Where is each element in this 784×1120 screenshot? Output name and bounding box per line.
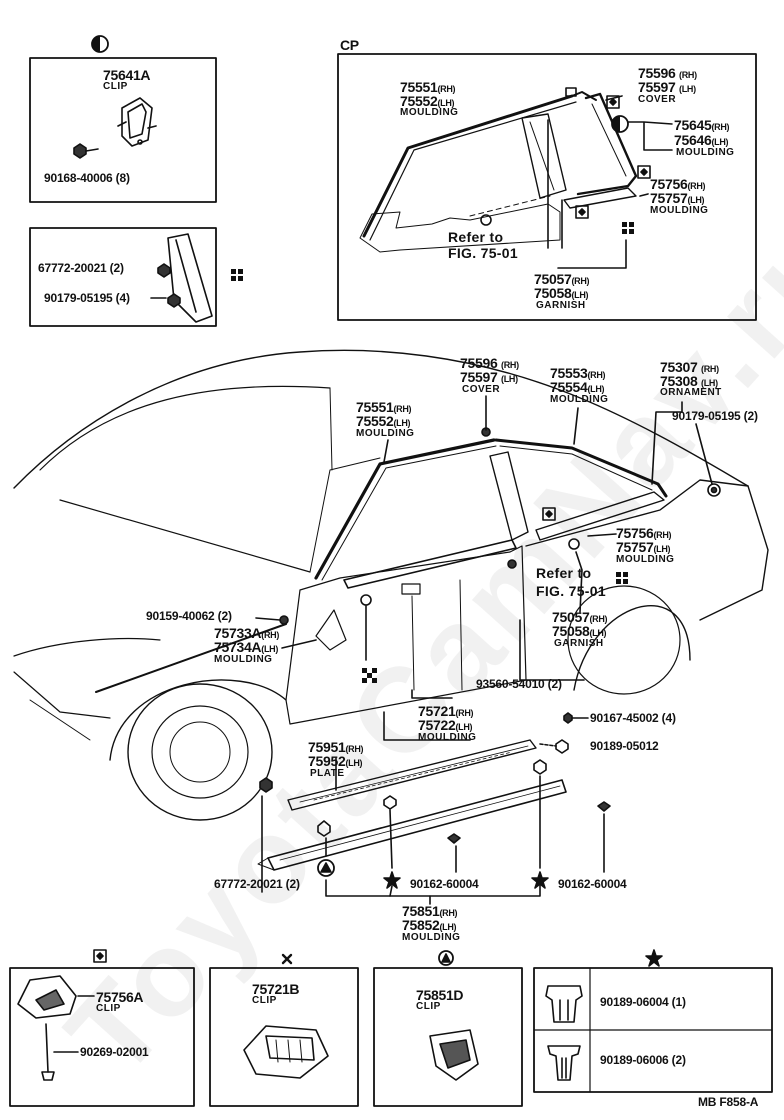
detail-screw-90269: 90269-02001 xyxy=(80,1045,149,1059)
detail-75851d-label: 75851D xyxy=(416,987,464,1003)
detail-box-clips xyxy=(533,949,773,1093)
rocker-moulding-drawing xyxy=(257,711,611,905)
cp-moulding-belt-caption: MOULDING xyxy=(650,205,709,216)
half-circle-symbol-icon xyxy=(611,115,629,133)
detail-box-75851d xyxy=(373,950,523,1107)
cp-moulding-front-lh: 75552(LH) xyxy=(400,93,455,109)
main-moulding-rocker-lh: 75852(LH) xyxy=(402,917,457,933)
detail-75851d-caption: CLIP xyxy=(416,1001,441,1012)
main-cover-lh: 75597 (LH) xyxy=(460,369,518,385)
clip-caption: CLIP xyxy=(103,81,128,92)
square-diamond-symbol-icon xyxy=(542,507,556,521)
cp-garnish-rh: 75057(RH) xyxy=(534,271,590,287)
cp-moulding-front-rh: 75551(RH) xyxy=(400,79,456,95)
main-garnish-caption: GARNISH xyxy=(554,638,604,649)
main-moulding-fender-caption: MOULDING xyxy=(214,654,273,665)
cp-garnish-caption: GARNISH xyxy=(536,300,586,311)
main-fig-ref: FIG. 75-01 xyxy=(536,583,606,599)
cp-moulding-qtr-lh: 75646(LH) xyxy=(674,132,729,148)
cp-cover-caption: COVER xyxy=(638,94,677,105)
main-retainer-67772: 67772-20021 (2) xyxy=(214,877,300,891)
star-symbol-icon xyxy=(531,871,549,889)
black-squares-symbol-icon xyxy=(616,572,628,584)
cp-refer-to: Refer to xyxy=(448,229,504,245)
main-moulding-front-rh: 75551(RH) xyxy=(356,399,412,415)
main-moulding-door-rh: 75721(RH) xyxy=(418,703,474,719)
car-body-drawing xyxy=(13,349,769,821)
main-garnish-lh: 75058(LH) xyxy=(552,623,607,639)
main-refer-to: Refer to xyxy=(536,565,592,581)
main-ornament-screw: 90179-05195 (2) xyxy=(672,409,758,423)
main-moulding-belt-rh: 75756(RH) xyxy=(616,525,672,541)
main-moulding-roof-rh: 75553(RH) xyxy=(550,365,606,381)
main-moulding-fender-rh: 75733A(RH) xyxy=(214,625,280,641)
main-moulding-belt-caption: MOULDING xyxy=(616,554,675,565)
main-moulding-roof-caption: MOULDING xyxy=(550,394,609,405)
main-plate-rh: 75951(RH) xyxy=(308,739,364,755)
screw-90168-label: 90168-40006 (8) xyxy=(44,171,130,185)
main-garnish-rh: 75057(RH) xyxy=(552,609,608,625)
main-bolt-90167: 90167-45002 (4) xyxy=(590,711,676,725)
box-garnish-bracket xyxy=(29,227,243,327)
cp-moulding-front-caption: MOULDING xyxy=(400,107,459,118)
detail-box-75721b xyxy=(209,953,359,1107)
cp-detail-box xyxy=(337,53,757,321)
footer-code: MB F858-A xyxy=(698,1095,759,1109)
clip-75641a-drawing xyxy=(117,97,157,147)
detail-clip-90189-06006: 90189-06006 (2) xyxy=(600,1053,686,1067)
cp-fig-ref: FIG. 75-01 xyxy=(448,245,518,261)
black-squares-symbol-icon xyxy=(231,269,243,281)
black-squares-symbol-icon xyxy=(622,222,634,234)
main-nut-90189: 90189-05012 xyxy=(590,739,659,753)
main-plate-lh: 75952(LH) xyxy=(308,753,363,769)
cross-squares-symbol-icon xyxy=(362,668,377,683)
cp-moulding-belt-rh: 75756(RH) xyxy=(650,176,706,192)
main-plate-caption: PLATE xyxy=(310,768,345,779)
main-ornament-lh: 75308 (LH) xyxy=(660,373,718,389)
cp-garnish-lh: 75058(LH) xyxy=(534,285,589,301)
main-moulding-fender-lh: 75734A(LH) xyxy=(214,639,279,655)
main-moulding-front-caption: MOULDING xyxy=(356,428,415,439)
main-ornament-caption: ORNAMENT xyxy=(660,387,722,398)
main-screw-90162-a: 90162-60004 xyxy=(410,877,479,891)
detail-clip-90189-06004: 90189-06004 (1) xyxy=(600,995,686,1009)
main-nut-93560: 93560-54010 (2) xyxy=(476,677,562,691)
box-clip-75641a xyxy=(29,35,217,203)
cp-moulding-qtr-caption: MOULDING xyxy=(676,147,735,158)
main-cover-caption: COVER xyxy=(462,384,501,395)
main-moulding-front-lh: 75552(LH) xyxy=(356,413,411,429)
main-moulding-door-caption: MOULDING xyxy=(418,732,477,743)
main-ornament-rh: 75307 (RH) xyxy=(660,359,719,375)
main-cover-rh: 75596 (RH) xyxy=(460,355,519,371)
triangle-circle-symbol-icon xyxy=(317,859,335,877)
star-symbol-icon xyxy=(383,871,401,889)
detail-75721b-label: 75721B xyxy=(252,981,300,997)
main-moulding-door-lh: 75722(LH) xyxy=(418,717,473,733)
cp-moulding-qtr-rh: 75645(RH) xyxy=(674,117,730,133)
main-screw-90162-b: 90162-60004 xyxy=(558,877,627,891)
square-diamond-symbol-icon xyxy=(575,95,651,219)
detail-75756a-label: 75756A xyxy=(96,989,144,1005)
detail-75721b-caption: CLIP xyxy=(252,995,277,1006)
cp-label: CP xyxy=(340,37,359,53)
detail-75756a-caption: CLIP xyxy=(96,1003,121,1014)
main-moulding-roof-lh: 75554(LH) xyxy=(550,379,605,395)
main-moulding-rocker-caption: MOULDING xyxy=(402,932,461,943)
detail-box-75756a xyxy=(9,949,195,1107)
main-bolt-front: 90159-40062 (2) xyxy=(146,609,232,623)
main-moulding-rocker-rh: 75851(RH) xyxy=(402,903,458,919)
main-moulding-belt-lh: 75757(LH) xyxy=(616,539,671,555)
part-75641a-label: 75641A xyxy=(103,67,151,83)
retainer-67772-label: 67772-20021 (2) xyxy=(38,261,124,275)
cp-cover-lh: 75597 (LH) xyxy=(638,79,696,95)
cp-moulding-belt-lh: 75757(LH) xyxy=(650,190,705,206)
cp-cover-rh: 75596 (RH) xyxy=(638,65,697,81)
screw-90179-label: 90179-05195 (4) xyxy=(44,291,130,305)
screw-90168-drawing xyxy=(73,143,99,159)
